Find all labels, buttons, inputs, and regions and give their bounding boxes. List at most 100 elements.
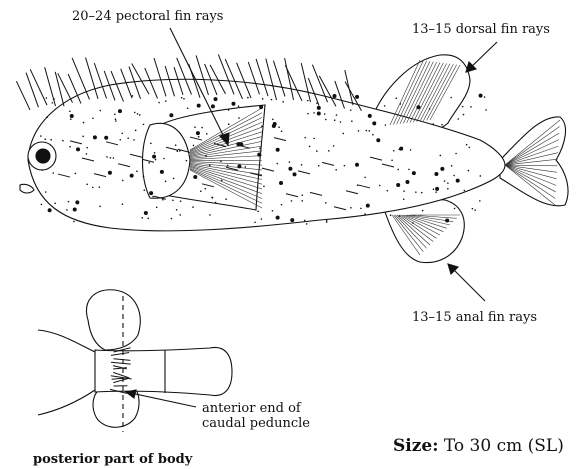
- skin-speckle: [451, 165, 453, 167]
- skin-speckle: [86, 147, 88, 149]
- skin-speckle: [114, 114, 116, 116]
- skin-speckle: [441, 124, 443, 126]
- skin-speckle: [421, 192, 423, 194]
- skin-speckle: [172, 199, 174, 201]
- skin-speckle: [433, 188, 435, 190]
- skin-speckle: [334, 119, 336, 121]
- detail-caption: posterior part of body: [33, 452, 192, 467]
- skin-speckle: [183, 98, 185, 100]
- skin-speckle: [364, 177, 366, 179]
- skin-speckle: [257, 153, 261, 157]
- skin-speckle: [455, 153, 457, 155]
- skin-speckle: [261, 218, 263, 220]
- skin-speckle: [343, 133, 345, 135]
- skin-speckle: [396, 183, 400, 187]
- skin-speckle: [69, 110, 71, 112]
- skin-speckle: [335, 169, 337, 171]
- skin-speckle: [238, 117, 240, 119]
- peduncle-label-line1: anterior end of: [202, 401, 301, 416]
- skin-speckle: [325, 119, 327, 121]
- skin-speckle: [289, 161, 291, 163]
- size-label: Size:: [393, 436, 438, 456]
- skin-speckle: [143, 176, 145, 178]
- skin-speckle: [332, 94, 336, 98]
- skin-speckle: [52, 102, 54, 104]
- skin-speckle: [307, 113, 309, 115]
- skin-speckle: [163, 158, 165, 160]
- skin-speckle: [192, 206, 194, 208]
- skin-speckle: [355, 163, 359, 167]
- skin-speckle: [53, 98, 55, 100]
- skin-speckle: [99, 186, 101, 188]
- skin-speckle: [70, 114, 74, 118]
- back-spine: [16, 81, 30, 110]
- skin-speckle: [115, 120, 117, 122]
- skin-speckle: [247, 97, 249, 99]
- skin-speckle: [393, 150, 395, 152]
- skin-speckle: [290, 218, 294, 222]
- skin-speckle: [440, 167, 444, 171]
- skin-speckle: [454, 208, 456, 210]
- skin-speckle: [143, 124, 145, 126]
- skin-speckle: [137, 113, 139, 115]
- skin-speckle: [333, 145, 335, 147]
- skin-speckle: [435, 191, 437, 193]
- skin-speckle: [93, 135, 97, 139]
- skin-speckle: [387, 190, 389, 192]
- skin-speckle: [179, 214, 181, 216]
- skin-speckle: [169, 113, 173, 117]
- mouth: [20, 184, 34, 193]
- skin-speckle: [405, 180, 409, 184]
- skin-speckle: [152, 155, 156, 159]
- skin-speckle: [355, 95, 359, 99]
- skin-speckle: [368, 114, 372, 118]
- skin-speckle: [119, 139, 121, 141]
- skin-speckle: [463, 114, 465, 116]
- skin-speckle: [40, 135, 42, 137]
- skin-speckle: [52, 172, 54, 174]
- skin-speckle: [301, 164, 303, 166]
- skin-speckle: [350, 207, 352, 209]
- skin-speckle: [468, 147, 470, 149]
- skin-speckle: [215, 202, 217, 204]
- skin-speckle: [196, 131, 200, 135]
- skin-speckle: [445, 219, 449, 223]
- skin-speckle: [432, 123, 434, 125]
- skin-speckle: [130, 174, 134, 178]
- skin-speckle: [365, 130, 367, 132]
- skin-speckle: [176, 209, 178, 211]
- skin-speckle: [276, 216, 280, 220]
- skin-speckle: [165, 100, 167, 102]
- back-spine: [26, 73, 38, 108]
- skin-speckle: [221, 180, 223, 182]
- skin-speckle: [238, 105, 240, 107]
- skin-speckle: [358, 130, 360, 132]
- skin-speckle: [372, 134, 374, 136]
- skin-speckle: [474, 209, 476, 211]
- skin-speckle: [46, 116, 48, 118]
- skin-speckle: [158, 102, 160, 104]
- skin-speckle: [344, 165, 346, 167]
- skin-speckle: [403, 198, 405, 200]
- skin-speckle: [104, 136, 108, 140]
- skin-speckle: [468, 170, 470, 172]
- back-spine: [30, 69, 47, 105]
- skin-speckle: [100, 110, 102, 112]
- skin-speckle: [444, 180, 446, 182]
- skin-speckle: [41, 204, 43, 206]
- skin-speckle: [259, 147, 261, 149]
- skin-speckle: [136, 170, 138, 172]
- skin-speckle: [450, 97, 452, 99]
- skin-speckle: [479, 175, 481, 177]
- skin-speckle: [278, 126, 280, 128]
- skin-speckle: [350, 109, 352, 111]
- skin-speckle: [272, 210, 274, 212]
- skin-speckle: [205, 155, 207, 157]
- anal-fin-label: 13–15 anal fin rays: [412, 310, 537, 325]
- skin-speckle: [325, 202, 327, 204]
- skin-speckle: [118, 109, 122, 113]
- skin-speckle: [74, 173, 76, 175]
- skin-speckle: [466, 144, 468, 146]
- skin-speckle: [197, 104, 201, 108]
- skin-speckle: [181, 97, 183, 99]
